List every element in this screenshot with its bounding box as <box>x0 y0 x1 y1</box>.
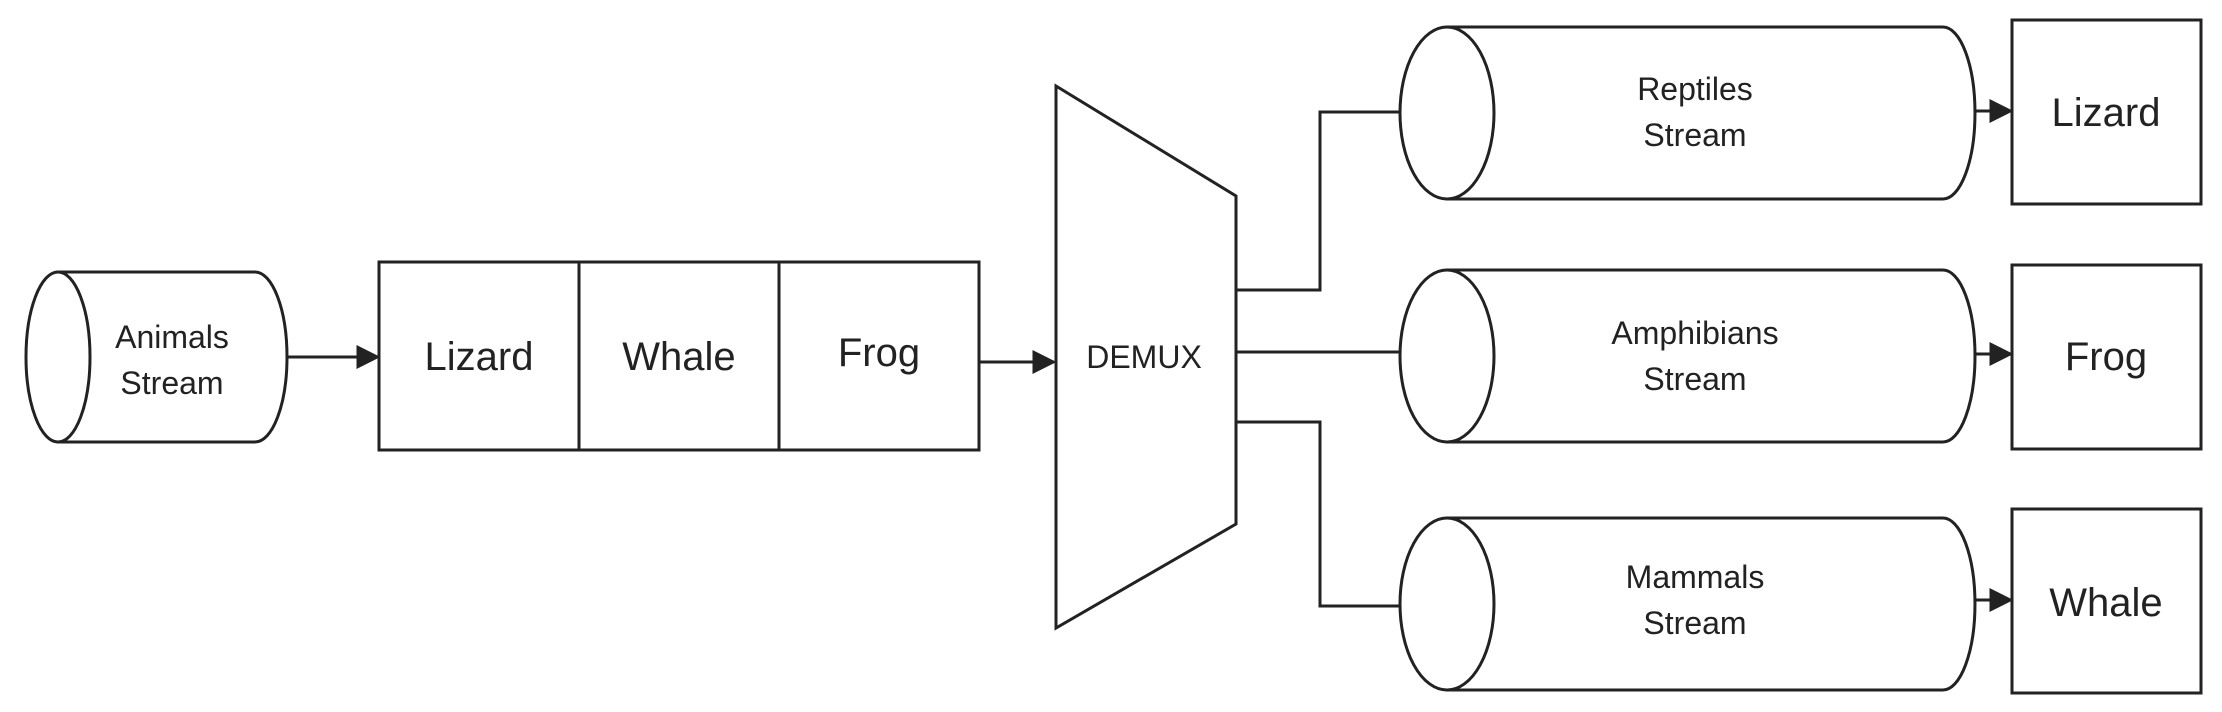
animals-stream-body <box>56 270 289 444</box>
amphibians-stream-body <box>1445 268 1977 444</box>
output-whale-label: Whale <box>2049 581 2162 625</box>
animals-stream-label-line1: Animals <box>115 319 229 355</box>
output-frog-label: Frog <box>2065 335 2147 379</box>
mammals-stream-body <box>1445 516 1977 692</box>
route-to-reptiles <box>1236 100 1447 292</box>
animals-stream-cap <box>24 270 92 444</box>
animals-stream-label-line2: Stream <box>120 365 223 401</box>
output-lizard-label: Lizard <box>2052 91 2161 135</box>
output-whale: Whale <box>2010 507 2203 695</box>
animals-stream-cylinder: Animals Stream <box>24 270 289 444</box>
amphibians-stream-cylinder: Amphibians Stream <box>1398 268 1977 444</box>
demux-shape <box>1054 83 1238 631</box>
output-frog: Frog <box>2010 263 2203 451</box>
animal-queue: Lizard Whale Frog <box>377 260 981 452</box>
queue-cell-3 <box>777 260 981 452</box>
output-frog-box <box>2010 263 2203 451</box>
amphibians-stream-label-line2: Stream <box>1643 361 1746 397</box>
queue-cell-3-label: Frog <box>838 331 920 375</box>
amphibians-stream-label-line1: Amphibians <box>1611 315 1778 351</box>
queue-cell-2-label: Whale <box>622 335 735 379</box>
reptiles-stream-body <box>1445 25 1977 201</box>
amphibians-stream-cap <box>1398 268 1496 444</box>
route-to-mammals <box>1236 420 1447 618</box>
queue-cell-1-label: Lizard <box>425 335 534 379</box>
reptiles-stream-label-line2: Stream <box>1643 117 1746 153</box>
output-lizard-box <box>2010 18 2203 206</box>
reptiles-stream-cylinder: Reptiles Stream <box>1398 25 1977 201</box>
mammals-stream-label-line1: Mammals <box>1626 559 1765 595</box>
mammals-stream-cylinder: Mammals Stream <box>1398 516 1977 692</box>
reptiles-stream-cap <box>1398 25 1496 201</box>
demux-label: DEMUX <box>1086 339 1202 375</box>
output-lizard: Lizard <box>2010 18 2203 206</box>
mammals-stream-label-line2: Stream <box>1643 605 1746 641</box>
queue-cell-2 <box>577 260 781 452</box>
mammals-stream-cap <box>1398 516 1496 692</box>
output-whale-box <box>2010 507 2203 695</box>
demux-block: DEMUX <box>1054 83 1238 631</box>
reptiles-stream-label-line1: Reptiles <box>1637 71 1753 107</box>
